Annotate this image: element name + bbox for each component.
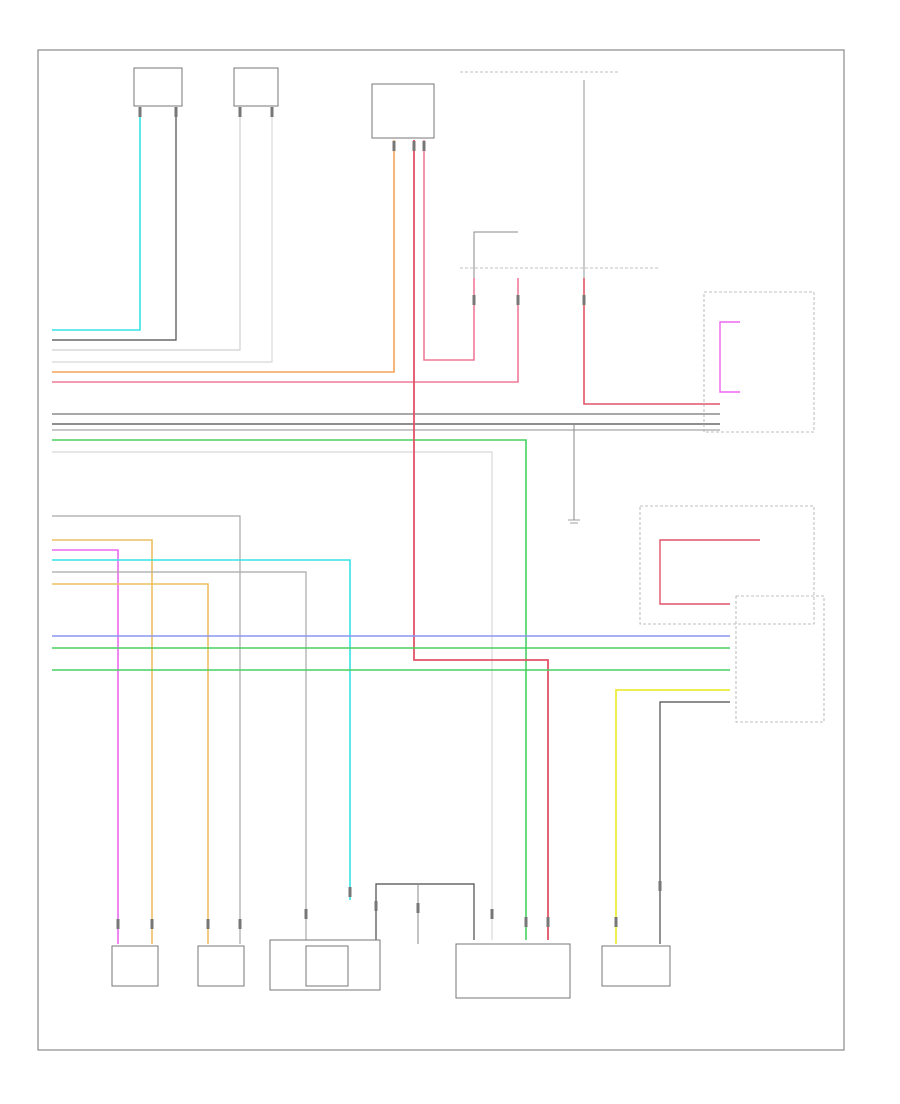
module-box-top xyxy=(371,83,435,139)
component-box-right xyxy=(601,945,671,987)
connector-pin xyxy=(116,919,120,929)
diagram-frame xyxy=(37,49,845,1051)
wire-gold-mid xyxy=(52,583,209,944)
connector-pin xyxy=(348,887,352,897)
wire-gold-left xyxy=(52,539,153,944)
connector-pin xyxy=(412,141,416,151)
wire-black-bottom xyxy=(375,883,475,940)
wire-black-right xyxy=(659,701,730,944)
right-module-outline xyxy=(703,291,815,433)
connector-pin xyxy=(304,909,308,919)
sensor-inner-box xyxy=(305,945,349,987)
component-box-2 xyxy=(197,945,245,987)
component-box-1 xyxy=(111,945,159,987)
wire-gray-mid xyxy=(52,571,307,944)
connector-pin xyxy=(614,917,618,927)
connector-pin xyxy=(582,295,586,305)
wire-gray-left xyxy=(52,515,241,944)
wire-red-main xyxy=(413,140,549,940)
connector-pin xyxy=(374,901,378,911)
connector-pin xyxy=(472,295,476,305)
connector-pin xyxy=(238,107,242,117)
connector-pin xyxy=(270,107,274,117)
wire-red-loop xyxy=(423,140,475,361)
connector-pin xyxy=(524,917,528,927)
wire-green-upper xyxy=(52,439,527,940)
connector-pins xyxy=(116,107,662,929)
module-box-bottom xyxy=(455,943,571,999)
wire-magenta-right xyxy=(719,321,740,393)
wire-orange-top xyxy=(52,140,395,373)
wire-black-top-1 xyxy=(52,108,177,341)
connector-pin xyxy=(546,917,550,927)
wire-white-top-2 xyxy=(52,108,273,363)
connector-pin xyxy=(422,141,426,151)
right-relay-outline xyxy=(639,505,815,625)
wire-red-right xyxy=(583,278,720,405)
right-connector-outline xyxy=(735,595,825,723)
connector-pin xyxy=(658,881,662,891)
connector-pin xyxy=(516,295,520,305)
connector-pin xyxy=(416,903,420,913)
connector-pin xyxy=(238,919,242,929)
wires xyxy=(52,80,760,944)
connector-pin xyxy=(490,909,494,919)
sensor-box-right xyxy=(133,67,183,107)
wire-white-mid xyxy=(52,451,493,940)
connector-pin xyxy=(206,919,210,929)
wire-pink-top xyxy=(52,278,519,383)
wire-yellow-right xyxy=(615,689,730,944)
wire-white-top-1 xyxy=(52,108,241,351)
ground-symbol xyxy=(568,519,580,524)
wire-cyan-mid xyxy=(52,559,351,900)
connector-pin xyxy=(174,107,178,117)
connector-pin xyxy=(138,107,142,117)
wire-red-upper-right xyxy=(659,539,760,605)
wire-cyan-top xyxy=(52,108,141,331)
connector-pin xyxy=(392,141,396,151)
sensor-box-left xyxy=(233,67,279,107)
wire-gray-branch xyxy=(473,231,518,278)
connector-pin xyxy=(150,919,154,929)
wire-magenta-left xyxy=(52,549,119,944)
